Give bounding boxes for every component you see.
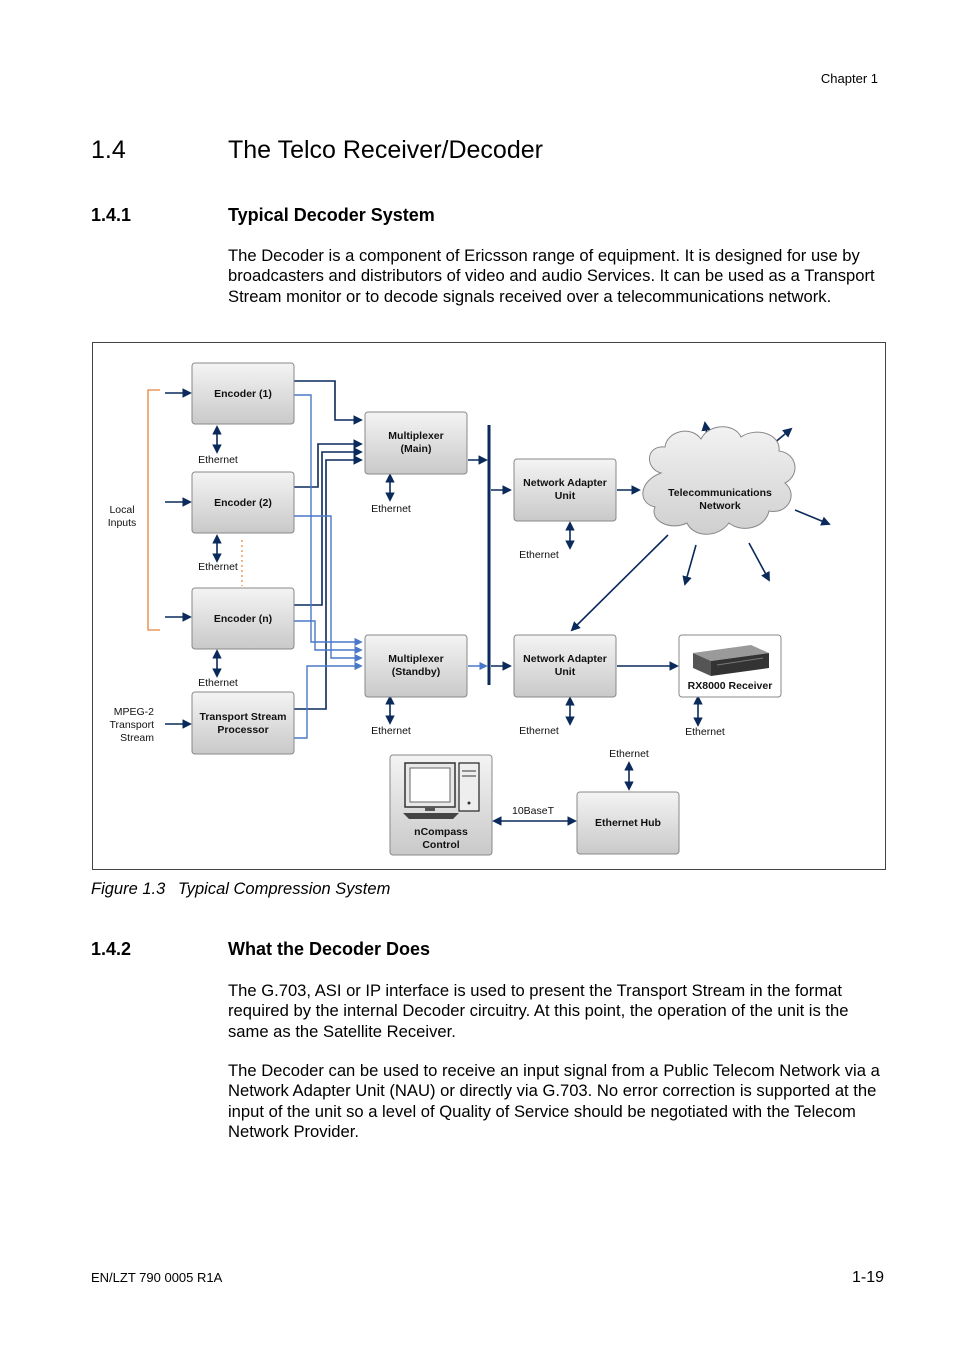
section-number: 1.4	[91, 136, 126, 164]
ethernet-label-hub: Ethernet	[609, 748, 649, 760]
subsection-title-1: Typical Decoder System	[228, 205, 435, 225]
tsp-label-2: Processor	[217, 724, 268, 736]
figure-caption-label: Figure 1.3	[91, 880, 166, 898]
ethernet-label-encn: Ethernet	[198, 677, 238, 689]
ethernet-hub-box: Ethernet Hub	[576, 791, 680, 855]
subsection-title-2: What the Decoder Does	[228, 939, 431, 959]
rx8000-receiver-box: RX8000 Receiver	[678, 634, 782, 698]
encoder-2-label: Encoder (2)	[214, 497, 272, 509]
telecom-label-2: Network	[699, 500, 741, 512]
nau-1-label-2: Unit	[555, 490, 576, 502]
mux-standby-label-1: Multiplexer	[388, 653, 443, 665]
nau-2-label-2: Unit	[555, 666, 576, 678]
rx8000-label: RX8000 Receiver	[688, 680, 773, 692]
ethernet-label-mux-main: Ethernet	[371, 503, 411, 515]
figure-system-diagram: Encoder (1) Encoder (2) Encoder (n) Tran…	[92, 342, 886, 870]
mux-standby-label-2: (Standby)	[392, 666, 440, 678]
subsection-number-2: 1.4.2	[91, 939, 132, 959]
nau-1-label-1: Network Adapter	[523, 477, 607, 489]
paragraph-decoder-usage: The Decoder can be used to receive an in…	[228, 1061, 880, 1141]
ethernet-label-enc1: Ethernet	[198, 454, 238, 466]
subsection-number-1: 1.4.1	[91, 205, 132, 225]
ncompass-control-box: nCompass Control	[389, 754, 493, 856]
encoder-n-label: Encoder (n)	[214, 613, 272, 625]
ncompass-label-2: Control	[422, 839, 459, 851]
network-adapter-unit-2-box: Network Adapter Unit	[513, 634, 617, 698]
ethernet-hub-label: Ethernet Hub	[595, 817, 661, 829]
mux-main-label-2: (Main)	[401, 443, 432, 455]
multiplexer-standby-box: Multiplexer (Standby)	[364, 634, 468, 698]
mux-main-label-1: Multiplexer	[388, 430, 443, 442]
tenbaset-label: 10BaseT	[512, 805, 555, 817]
paragraph-interface: The G.703, ASI or IP interface is used t…	[228, 981, 849, 1041]
ncompass-label-1: nCompass	[414, 826, 468, 838]
footer-page-number: 1-19	[851, 1269, 884, 1286]
figure-caption-text: Typical Compression System	[177, 880, 391, 898]
local-inputs-bracket	[147, 389, 160, 631]
local-inputs-label-2: Inputs	[108, 517, 137, 529]
computer-icon	[403, 762, 480, 819]
diagram-svg: Encoder (1) Encoder (2) Encoder (n) Tran…	[108, 362, 831, 856]
encoder-1-label: Encoder (1)	[214, 388, 272, 400]
rx8000-device-icon	[693, 645, 769, 676]
telecommunications-network-cloud: Telecommunications Network	[642, 426, 796, 535]
nau-2-label-1: Network Adapter	[523, 653, 607, 665]
ethernet-label-nau2: Ethernet	[519, 725, 559, 737]
footer-document-id: EN/LZT 790 0005 R1A	[91, 1270, 223, 1285]
mpeg2-label-3: Stream	[120, 732, 154, 744]
encoder-n-box: Encoder (n)	[191, 587, 295, 650]
local-inputs-label-1: Local	[109, 504, 134, 516]
network-adapter-unit-1-box: Network Adapter Unit	[513, 458, 617, 522]
figure-caption: Figure 1.3 Typical Compression System	[91, 880, 390, 899]
ethernet-label-rx: Ethernet	[685, 726, 725, 738]
chapter-header: Chapter 1	[820, 71, 878, 86]
multiplexer-main-box: Multiplexer (Main)	[364, 411, 468, 475]
ethernet-label-nau1: Ethernet	[519, 549, 559, 561]
ethernet-label-mux-standby: Ethernet	[371, 725, 411, 737]
ethernet-label-enc2: Ethernet	[198, 561, 238, 573]
mpeg2-label-2: Transport	[109, 719, 154, 731]
transport-stream-processor-box: Transport Stream Processor	[191, 691, 295, 755]
mpeg2-label-1: MPEG-2	[114, 706, 154, 718]
telecom-label-1: Telecommunications	[668, 487, 772, 499]
encoder-1-box: Encoder (1)	[191, 362, 295, 425]
section-title: The Telco Receiver/Decoder	[228, 136, 543, 164]
paragraph-intro: The Decoder is a component of Ericsson r…	[228, 246, 875, 306]
tsp-label-1: Transport Stream	[200, 711, 287, 723]
encoder-2-box: Encoder (2)	[191, 471, 295, 534]
